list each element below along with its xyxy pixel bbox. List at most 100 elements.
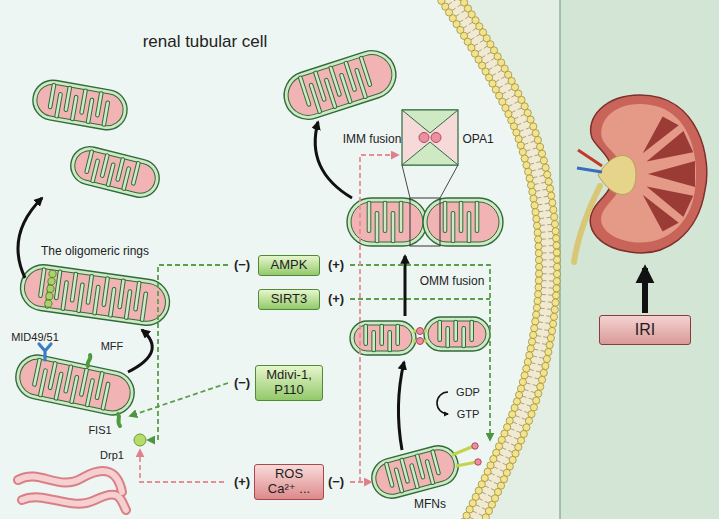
label: (−) bbox=[234, 258, 250, 273]
crista-edge bbox=[110, 289, 114, 315]
mitochondrion bbox=[278, 44, 402, 125]
mitochondrion bbox=[18, 262, 173, 328]
lipid-head bbox=[553, 278, 560, 285]
mid49-receptor bbox=[39, 344, 51, 360]
lipid-head bbox=[521, 155, 528, 162]
crista-edge bbox=[399, 203, 404, 231]
crista bbox=[118, 160, 123, 180]
lipid-head bbox=[529, 188, 536, 195]
oligomeric-ring bbox=[48, 270, 56, 278]
cell-title: renal tubular cell bbox=[143, 32, 268, 52]
crista bbox=[133, 163, 138, 183]
lipid-head bbox=[519, 378, 526, 385]
outer-membrane bbox=[278, 44, 402, 125]
inner-membrane bbox=[351, 202, 423, 242]
crista bbox=[331, 68, 340, 94]
lipid-head bbox=[525, 168, 532, 175]
crista-edge bbox=[87, 381, 92, 405]
crista bbox=[476, 203, 479, 231]
crista bbox=[50, 85, 54, 107]
lipid-head bbox=[535, 236, 542, 243]
lipid-head bbox=[524, 109, 531, 116]
lipid-head bbox=[527, 116, 534, 123]
crista-edge bbox=[93, 161, 98, 181]
crista bbox=[400, 203, 403, 231]
renal-pyramid bbox=[643, 195, 679, 232]
crista-edge bbox=[367, 203, 372, 231]
crista-edge bbox=[126, 291, 130, 317]
lipid-head bbox=[534, 229, 541, 236]
crista bbox=[124, 169, 129, 189]
crista-edge bbox=[361, 58, 370, 84]
mfn-tether bbox=[456, 462, 477, 466]
lipid-head bbox=[542, 164, 549, 171]
injury-box: IRI bbox=[599, 315, 691, 345]
crista bbox=[427, 461, 433, 482]
crista bbox=[82, 91, 86, 113]
injury-arrow bbox=[642, 268, 648, 313]
tether-arrow bbox=[398, 362, 404, 450]
lipid-tail bbox=[454, 0, 458, 1]
lipid-head bbox=[535, 284, 542, 291]
crista-edge bbox=[57, 94, 61, 116]
mitochondrion bbox=[67, 143, 164, 202]
crista bbox=[300, 78, 309, 104]
crista-edge bbox=[97, 373, 102, 397]
crista-edge bbox=[412, 466, 418, 487]
outer-membrane bbox=[30, 77, 131, 133]
crista bbox=[93, 161, 98, 181]
renal-vein bbox=[577, 168, 602, 172]
renal-artery bbox=[578, 150, 602, 166]
lipid-head bbox=[549, 320, 556, 327]
ampk-fission-line bbox=[148, 265, 228, 440]
inner-membrane bbox=[72, 148, 159, 197]
crista bbox=[396, 470, 402, 491]
crista-edge bbox=[136, 283, 140, 309]
tether-knob bbox=[472, 443, 478, 449]
er-edge bbox=[18, 471, 126, 510]
crista bbox=[50, 363, 55, 387]
lipid-head bbox=[547, 334, 554, 341]
crista bbox=[368, 203, 371, 231]
crista bbox=[438, 322, 441, 340]
ampk-fusion-line bbox=[350, 265, 490, 440]
crista bbox=[72, 377, 77, 401]
zoom-line bbox=[402, 165, 410, 198]
lipid-head bbox=[517, 142, 524, 149]
node-text: Mdivi-1, P110 bbox=[263, 368, 315, 398]
mitochondrion bbox=[347, 198, 427, 246]
crista bbox=[126, 291, 130, 317]
outer-membrane bbox=[18, 262, 173, 328]
lipid-tails bbox=[440, 0, 555, 519]
label: MFNs bbox=[414, 498, 446, 512]
label: IMM fusion bbox=[343, 133, 402, 147]
lipid-head bbox=[521, 103, 528, 110]
lipid-head bbox=[528, 411, 535, 418]
lipid-head bbox=[544, 171, 551, 178]
lipid-head bbox=[551, 306, 558, 313]
lipid-head bbox=[535, 263, 542, 270]
label: GTP bbox=[457, 408, 480, 421]
crista bbox=[384, 203, 387, 231]
crista bbox=[56, 272, 60, 298]
crista bbox=[412, 466, 418, 487]
crista bbox=[103, 384, 108, 408]
mitochondrion bbox=[367, 441, 462, 502]
outer-membrane bbox=[424, 317, 490, 351]
label: MFF bbox=[101, 340, 124, 353]
ros-opa1-line bbox=[360, 155, 398, 482]
label: Drp1 bbox=[100, 449, 124, 462]
lipid-head bbox=[552, 292, 559, 299]
crista-edge bbox=[433, 452, 439, 473]
lipid-head bbox=[553, 263, 560, 270]
crista-edge bbox=[103, 384, 108, 408]
renal-pyramid bbox=[648, 161, 695, 187]
renal-pelvis bbox=[598, 155, 636, 194]
omm-fusion-arrow bbox=[404, 256, 407, 316]
lipid-head bbox=[533, 304, 540, 311]
inner-membrane bbox=[283, 49, 397, 120]
lipid-head bbox=[553, 235, 560, 242]
inner-membrane bbox=[22, 266, 168, 323]
